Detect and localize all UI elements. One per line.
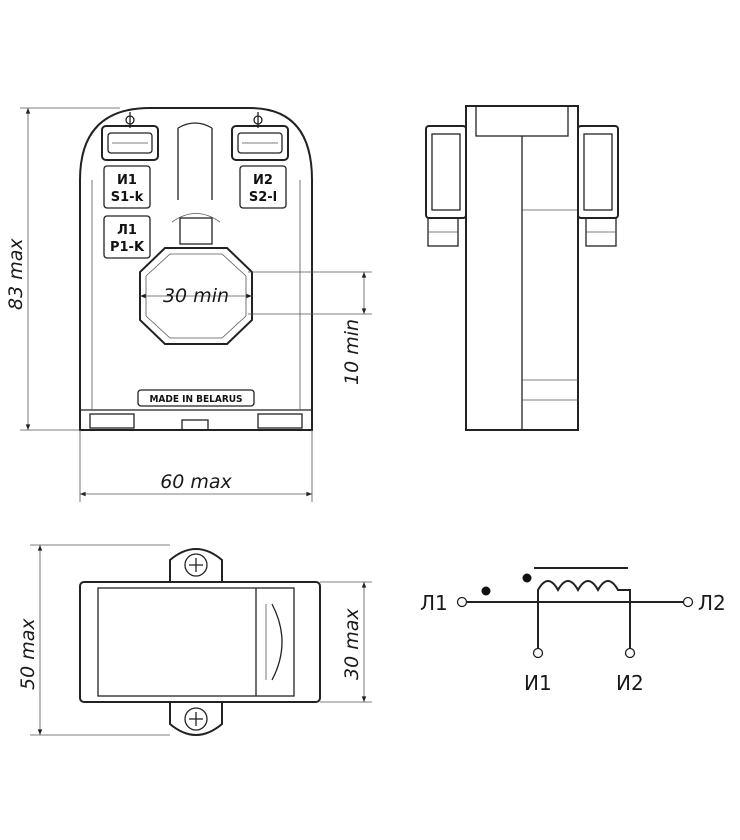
terminal-right-label-1: И2 bbox=[253, 173, 273, 188]
depth-dimension: 50 max bbox=[17, 618, 39, 690]
front-view: И1 S1-k И2 S2-l Л1 P1-K 30 min 10 min MA… bbox=[5, 107, 372, 502]
made-in-label: MADE IN BELARUS bbox=[149, 394, 242, 405]
side-view bbox=[425, 105, 619, 431]
body-dimension: 30 max bbox=[341, 608, 363, 680]
primary-label-2: P1-K bbox=[110, 240, 145, 255]
bottom-view: 50 max 30 max bbox=[17, 544, 372, 736]
side-dimension: 10 min bbox=[341, 319, 363, 385]
terminal-left-label-1: И1 bbox=[117, 173, 137, 188]
primary-label-1: Л1 bbox=[117, 223, 137, 238]
window-dimension: 30 min bbox=[163, 285, 229, 307]
height-dimension: 83 max bbox=[5, 238, 27, 310]
terminal-right-label-2: S2-l bbox=[249, 190, 277, 205]
width-dimension: 60 max bbox=[160, 471, 232, 493]
schematic-l1-label: Л1 bbox=[420, 591, 448, 615]
schematic: Л1 Л2 И1 И2 bbox=[420, 567, 726, 695]
schematic-i1-label: И1 bbox=[524, 671, 552, 695]
terminal-left-label-2: S1-k bbox=[111, 190, 144, 205]
schematic-l2-label: Л2 bbox=[698, 591, 726, 615]
schematic-i2-label: И2 bbox=[616, 671, 644, 695]
